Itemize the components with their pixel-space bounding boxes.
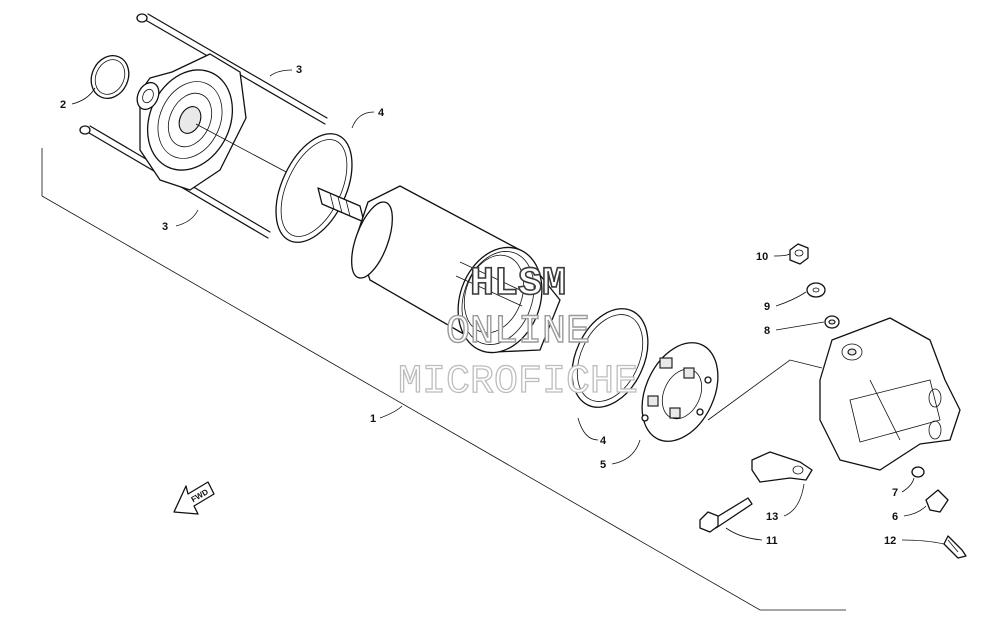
screw-12 — [943, 535, 967, 559]
bracket-13 — [751, 451, 813, 483]
fwd-arrow: FWD — [173, 481, 215, 515]
callout-12: 12 — [884, 535, 896, 547]
callout-3-lower: 3 — [162, 221, 168, 233]
callout-9: 9 — [764, 301, 770, 313]
washer-8 — [824, 315, 840, 329]
front-end-cap — [136, 53, 247, 191]
watermark-line-2: ONLINE — [446, 310, 590, 355]
callout-8: 8 — [764, 325, 770, 337]
o-ring-4-upper — [275, 133, 353, 243]
nut-10 — [789, 243, 809, 265]
callout-10: 10 — [756, 251, 768, 263]
rear-drive-housing — [819, 317, 961, 471]
callout-4-upper: 4 — [378, 107, 385, 119]
clip-6 — [925, 489, 949, 513]
watermark-line-1: HLSM — [470, 262, 566, 307]
callout-13: 13 — [766, 511, 778, 523]
callout-3-upper: 3 — [296, 64, 302, 76]
assembly-bracket — [41, 148, 846, 611]
callout-2: 2 — [60, 99, 66, 111]
callout-1: 1 — [370, 413, 376, 425]
washer-7 — [911, 466, 925, 478]
housing-leader — [707, 359, 823, 421]
callout-11: 11 — [766, 535, 778, 547]
starter-motor-body — [351, 185, 561, 354]
callout-5: 5 — [600, 459, 606, 471]
callout-7: 7 — [892, 487, 898, 499]
callout-4-lower: 4 — [600, 435, 607, 447]
o-ring-4-lower — [571, 308, 649, 408]
callout-leaders — [71, 69, 945, 545]
watermark: HLSM ONLINE MICROFICHE — [397, 261, 638, 405]
watermark-line-3: MICROFICHE — [398, 360, 638, 405]
bolt-11 — [699, 497, 753, 533]
o-ring-2 — [90, 55, 130, 99]
brush-plate — [641, 342, 719, 442]
callout-6: 6 — [892, 511, 898, 523]
washer-9 — [806, 282, 826, 298]
